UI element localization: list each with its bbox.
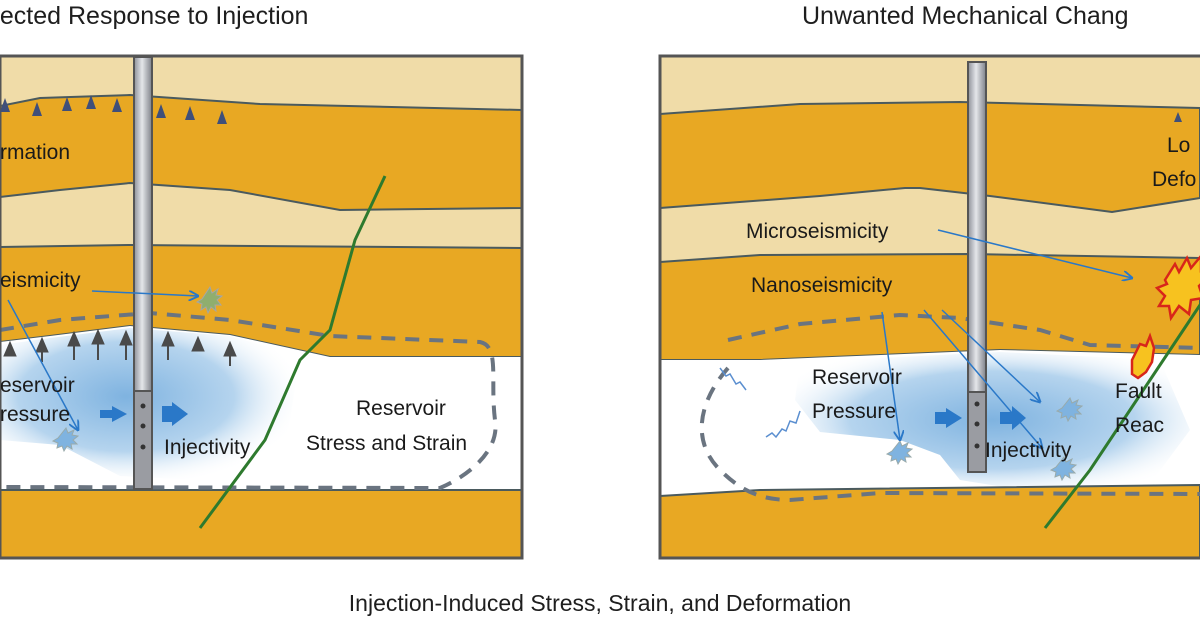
right-panel: Lo Defo Microseismicity Nanoseismicity R… bbox=[658, 54, 1200, 560]
right-panel-frame bbox=[658, 54, 1200, 560]
stress-strain-label-line2: Stress and Strain bbox=[306, 432, 467, 455]
well-perforation-section bbox=[133, 390, 153, 490]
injectivity-label: Injectivity bbox=[985, 439, 1072, 462]
nanoseismic-event-icon bbox=[885, 397, 1084, 482]
injection-well bbox=[967, 61, 987, 473]
nanoseismicity-pointer bbox=[941, 309, 1040, 402]
fracture-trace bbox=[765, 410, 801, 439]
fault-line bbox=[198, 175, 387, 529]
deformation-label: rmation bbox=[0, 141, 70, 164]
local-deformation-label-line2: Defo bbox=[1152, 168, 1196, 191]
microseismicity-pointer bbox=[937, 229, 1132, 278]
figure-caption: Injection-Induced Stress, Strain, and De… bbox=[348, 590, 852, 616]
right-panel-title: Unwanted Mechanical Chang bbox=[802, 2, 1129, 30]
base-rock-layer bbox=[0, 489, 522, 558]
injectivity-arrow-right-icon bbox=[1000, 406, 1026, 430]
surface-uplift-arrows bbox=[0, 95, 227, 124]
local-uplift-arrow-icon bbox=[1174, 112, 1182, 122]
injectivity-label: Injectivity bbox=[164, 436, 251, 459]
stress-zone-dashed-boundary bbox=[0, 310, 498, 491]
fault-reactivation-label-line2: Reac bbox=[1115, 414, 1164, 437]
fault-line bbox=[1043, 302, 1200, 529]
left-panel: rmation eismicity eservoir ressure Injec… bbox=[0, 54, 524, 560]
microseismicity-label: Microseismicity bbox=[746, 220, 889, 243]
nanoseismicity-pointer bbox=[923, 309, 1042, 448]
reservoir-pressure-label-line2: Pressure bbox=[812, 400, 896, 423]
nanoseismicity-pointer bbox=[7, 299, 78, 430]
pressure-plume bbox=[795, 352, 1190, 488]
fault-reactivation-label-line1: Fault bbox=[1115, 380, 1162, 403]
microseismicity-label: eismicity bbox=[0, 269, 81, 292]
reservoir-pressure-label-line1: eservoir bbox=[0, 374, 75, 397]
base-rock-layer bbox=[660, 483, 1200, 558]
dark-rock-layer bbox=[660, 100, 1200, 214]
nanoseismicity-label: Nanoseismicity bbox=[751, 274, 893, 297]
nanoseismicity-pointer bbox=[881, 311, 900, 440]
pressure-arrow-left-icon bbox=[100, 406, 127, 422]
microseismic-event-icon bbox=[195, 285, 224, 315]
microseismicity-pointer bbox=[91, 290, 198, 296]
reservoir-pressure-label-line1: Reservoir bbox=[812, 366, 902, 389]
fracture-trace bbox=[719, 367, 747, 391]
rupture-event-icon bbox=[1130, 255, 1200, 380]
pressure-arrow-left-icon bbox=[935, 408, 962, 428]
left-panel-title: pected Response to Injection bbox=[0, 2, 309, 30]
stress-strain-label-line1: Reservoir bbox=[356, 397, 446, 420]
local-deformation-label-line1: Lo bbox=[1167, 134, 1190, 157]
injection-well bbox=[133, 56, 153, 490]
left-panel-frame bbox=[0, 54, 524, 560]
dark-rock-layer bbox=[0, 93, 522, 212]
well-perforation-section bbox=[967, 391, 987, 473]
reservoir-uplift-arrows bbox=[3, 328, 237, 366]
stress-zone-dashed-boundary bbox=[699, 366, 1200, 503]
injectivity-arrow-right-icon bbox=[162, 402, 188, 426]
reservoir-pressure-label-line2: ressure bbox=[0, 403, 70, 426]
